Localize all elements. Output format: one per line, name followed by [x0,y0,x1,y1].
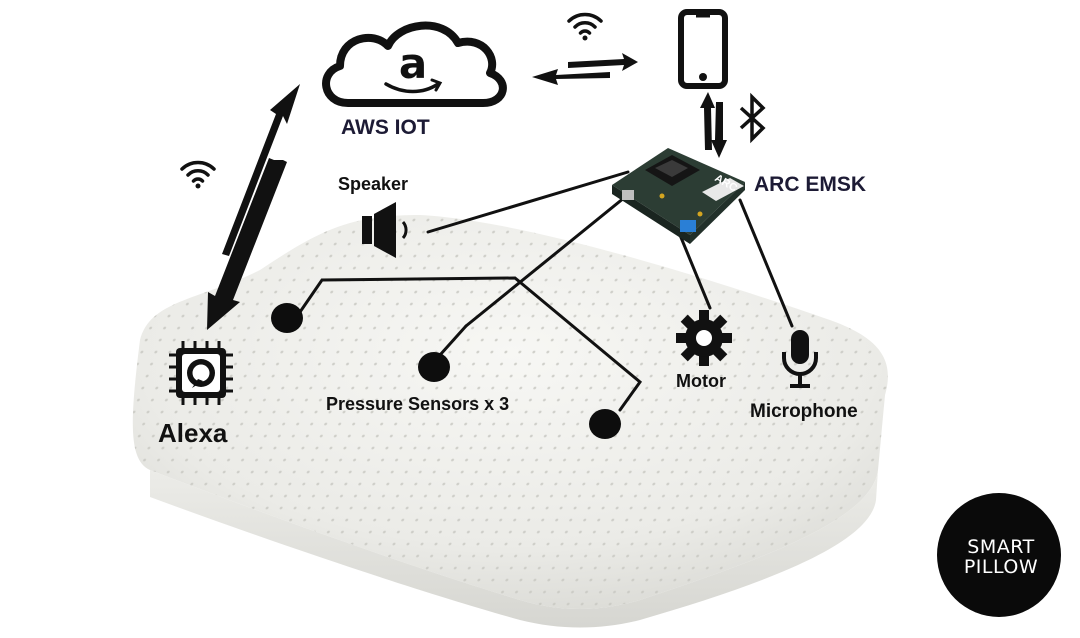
pressure-sensor-right [589,409,621,439]
sensor-center-wire [464,183,642,328]
cloud-phone-arrows [532,53,638,85]
arc-emsk-board-image: ARC [612,148,745,244]
microphone-wire [738,198,794,328]
badge-line1: SMART [967,536,1034,558]
speaker-wire [426,170,630,234]
smart-pillow-badge: SMART PILLOW [937,493,1061,617]
amazon-logo-letter: a [399,39,427,88]
motor-wire [678,233,712,310]
pressure-sensor-left [271,303,303,333]
gear-icon [676,310,732,366]
smartphone-icon [678,9,728,89]
pressure-sensors [271,303,621,439]
microphone-icon [782,330,818,388]
pressure-sensors-label: Pressure Sensors x 3 [326,394,509,414]
pressure-sensor-center [418,352,450,382]
bluetooth-icon [739,92,766,144]
motor-label: Motor [676,371,726,391]
alexa-label: Alexa [158,418,228,448]
badge-line2: PILLOW [964,556,1038,578]
alexa-cloud-arrows [207,84,300,330]
aws-iot-label: AWS IOT [341,116,430,139]
microphone-label: Microphone [750,401,858,422]
arc-emsk-label: ARC EMSK [754,173,866,196]
sensor-left-right-wire [298,276,643,412]
phone-board-arrows [700,92,727,158]
wifi-icon [567,12,603,41]
speaker-label: Speaker [338,174,408,194]
amazon-cloud-icon: a [322,21,507,107]
speaker-icon [362,202,408,258]
wifi-icon-left [180,160,216,189]
alexa-chip-icon [169,341,233,405]
connection-lines [298,170,794,412]
sensor-center-stub [438,324,468,357]
